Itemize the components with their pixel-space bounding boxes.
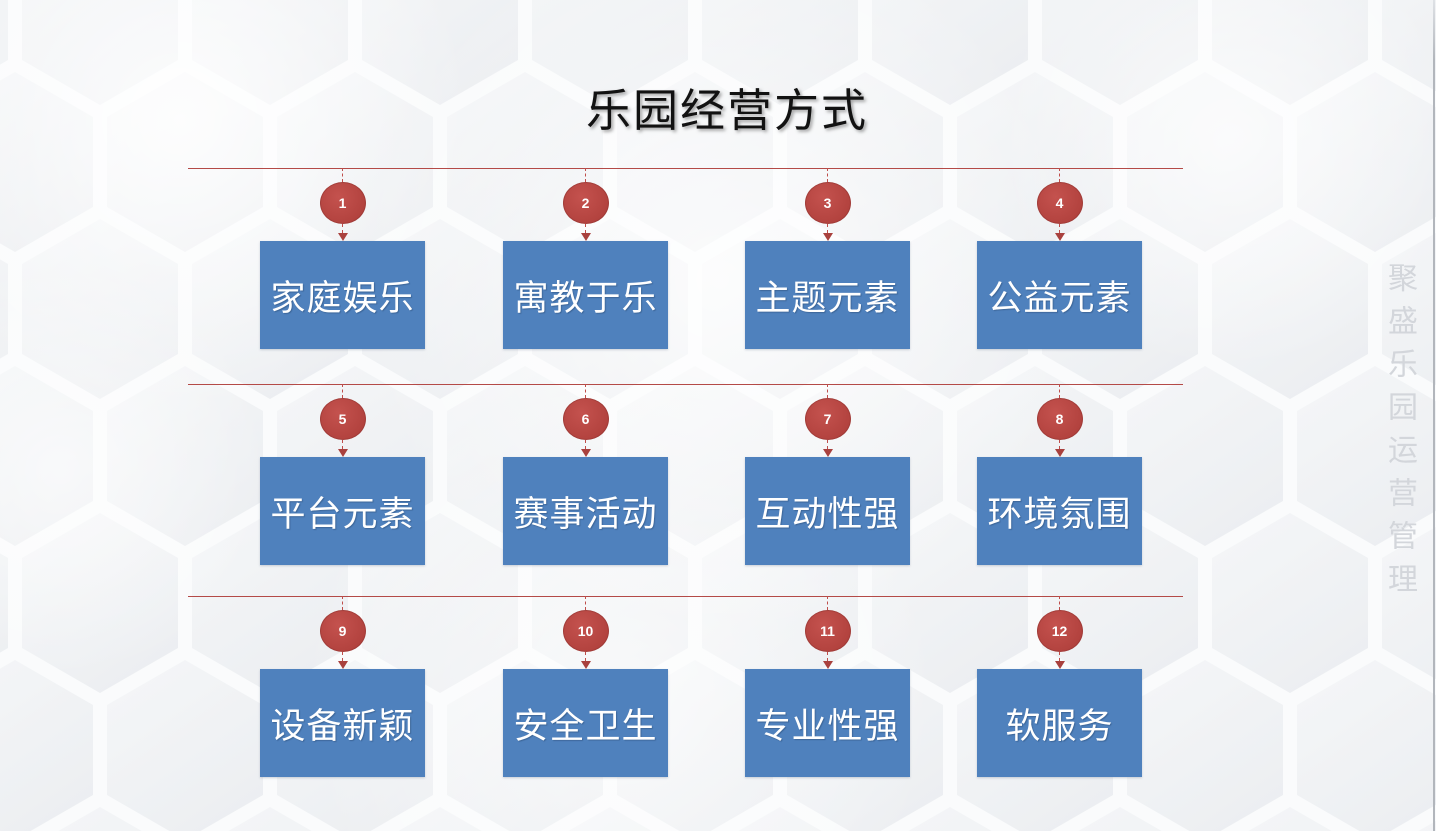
item-box: 寓教于乐	[503, 241, 668, 349]
item-label: 互动性强	[755, 494, 900, 534]
diagram-item-2: 2 寓教于乐	[503, 168, 668, 349]
item-box: 软服务	[977, 669, 1142, 777]
diagram-item-3: 3 主题元素	[745, 168, 910, 349]
item-label: 环境氛围	[987, 494, 1132, 534]
item-box: 互动性强	[745, 457, 910, 565]
step-number-badge: 11	[804, 610, 851, 652]
arrow-down-icon	[337, 233, 348, 241]
connector-dash	[1059, 440, 1060, 449]
item-label: 设备新颖	[270, 706, 415, 746]
arrow-down-icon	[822, 449, 833, 457]
page-title: 乐园经营方式	[585, 86, 868, 136]
item-label: 平台元素	[270, 494, 415, 534]
step-number-badge: 2	[562, 182, 609, 224]
connector-dash	[827, 596, 828, 610]
diagram-item-8: 8 环境氛围	[977, 384, 1142, 565]
watermark-text: 聚盛乐园运营管理	[1383, 262, 1416, 606]
connector-dash	[1059, 384, 1060, 398]
diagram-row-2: 5 平台元素 6 赛事活动 7 互动性强 8	[188, 384, 1183, 566]
item-label: 家庭娱乐	[270, 278, 415, 318]
item-label: 公益元素	[987, 278, 1132, 318]
diagram-item-6: 6 赛事活动	[503, 384, 668, 565]
arrow-down-icon	[1054, 449, 1065, 457]
diagram-item-4: 4 公益元素	[977, 168, 1142, 349]
arrow-down-icon	[580, 661, 591, 669]
item-label: 寓教于乐	[513, 278, 658, 318]
connector-dash	[827, 168, 828, 182]
connector-dash	[827, 224, 828, 233]
row-divider-line	[188, 168, 1183, 169]
item-label: 软服务	[1005, 706, 1114, 746]
item-label: 赛事活动	[513, 494, 658, 534]
arrow-down-icon	[337, 449, 348, 457]
diagram-item-5: 5 平台元素	[260, 384, 425, 565]
arrow-down-icon	[580, 233, 591, 241]
connector-dash	[342, 440, 343, 449]
slide-right-edge-line	[1433, 0, 1435, 831]
connector-dash	[827, 440, 828, 449]
arrow-down-icon	[822, 661, 833, 669]
step-number-badge: 12	[1036, 610, 1083, 652]
connector-dash	[585, 440, 586, 449]
diagram-item-11: 11 专业性强	[745, 596, 910, 777]
step-number-badge: 4	[1036, 182, 1083, 224]
step-number-badge: 1	[319, 182, 366, 224]
connector-dash	[342, 224, 343, 233]
connector-dash	[342, 596, 343, 610]
step-number-badge: 9	[319, 610, 366, 652]
diagram-row-3: 9 设备新颖 10 安全卫生 11 专业性强	[188, 596, 1183, 778]
arrow-down-icon	[822, 233, 833, 241]
diagram-item-10: 10 安全卫生	[503, 596, 668, 777]
connector-dash	[827, 652, 828, 661]
arrow-down-icon	[580, 449, 591, 457]
step-number-badge: 3	[804, 182, 851, 224]
item-label: 主题元素	[755, 278, 900, 318]
arrow-down-icon	[1054, 233, 1065, 241]
connector-dash	[585, 652, 586, 661]
connector-dash	[1059, 224, 1060, 233]
diagram-item-9: 9 设备新颖	[260, 596, 425, 777]
item-box: 家庭娱乐	[260, 241, 425, 349]
connector-dash	[585, 168, 586, 182]
connector-dash	[585, 596, 586, 610]
connector-dash	[342, 384, 343, 398]
row-divider-line	[188, 596, 1183, 597]
step-number-badge: 5	[319, 398, 366, 440]
arrow-down-icon	[337, 661, 348, 669]
diagram-item-1: 1 家庭娱乐	[260, 168, 425, 349]
item-label: 专业性强	[755, 706, 900, 746]
connector-dash	[342, 652, 343, 661]
item-box: 赛事活动	[503, 457, 668, 565]
item-box: 主题元素	[745, 241, 910, 349]
connector-dash	[1059, 652, 1060, 661]
diagram-item-12: 12 软服务	[977, 596, 1142, 777]
item-box: 平台元素	[260, 457, 425, 565]
item-label: 安全卫生	[513, 706, 658, 746]
item-box: 专业性强	[745, 669, 910, 777]
step-number-badge: 10	[562, 610, 609, 652]
connector-dash	[827, 384, 828, 398]
item-box: 安全卫生	[503, 669, 668, 777]
item-box: 设备新颖	[260, 669, 425, 777]
connector-dash	[1059, 168, 1060, 182]
row-divider-line	[188, 384, 1183, 385]
arrow-down-icon	[1054, 661, 1065, 669]
connector-dash	[342, 168, 343, 182]
connector-dash	[1059, 596, 1060, 610]
connector-dash	[585, 384, 586, 398]
step-number-badge: 8	[1036, 398, 1083, 440]
connector-dash	[585, 224, 586, 233]
step-number-badge: 7	[804, 398, 851, 440]
step-number-badge: 6	[562, 398, 609, 440]
diagram-row-1: 1 家庭娱乐 2 寓教于乐 3 主题元素 4	[188, 168, 1183, 350]
diagram-item-7: 7 互动性强	[745, 384, 910, 565]
item-box: 环境氛围	[977, 457, 1142, 565]
item-box: 公益元素	[977, 241, 1142, 349]
